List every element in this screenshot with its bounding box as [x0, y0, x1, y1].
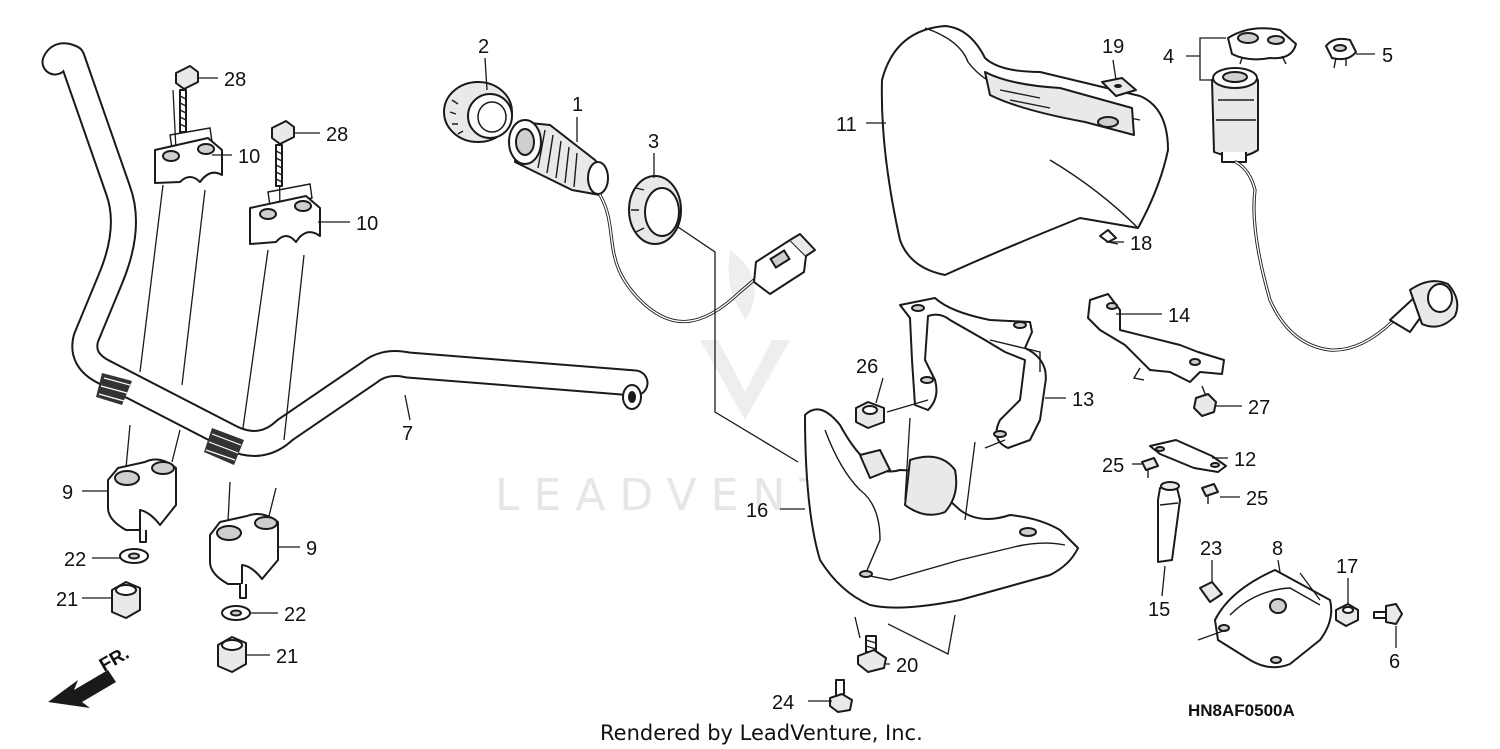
- nut-21-left: [111, 581, 141, 619]
- upper-holder-10-right: [249, 183, 321, 245]
- screw-20: [857, 635, 887, 673]
- knurl-left: [96, 373, 132, 405]
- plate-12: [1149, 439, 1227, 473]
- screw-24: [829, 679, 853, 713]
- cover8-leaders: [1197, 572, 1321, 641]
- front-label: FR.: [96, 643, 133, 676]
- lower-holder-9-right: [209, 513, 279, 599]
- switch-cap-4: [1227, 27, 1297, 65]
- callout-4: 4: [1163, 46, 1174, 68]
- diagram-code: HN8AF0500A: [1188, 701, 1295, 720]
- callout-11: 11: [836, 114, 857, 136]
- stay-13: [899, 297, 1047, 449]
- callout-19: 19: [1102, 36, 1124, 58]
- knurl-right: [204, 428, 244, 465]
- callout-27: 27: [1248, 397, 1270, 419]
- callout-15: 15: [1148, 599, 1170, 621]
- screw-25-right: [1201, 483, 1219, 504]
- handlebar: [41, 42, 649, 465]
- callout-23: 23: [1200, 538, 1222, 560]
- callout-28: 28: [326, 124, 348, 146]
- callout-13: 13: [1072, 389, 1094, 411]
- callout-9: 9: [306, 538, 317, 560]
- callout-leaders: [82, 37, 1397, 702]
- upper-cover-11: [880, 25, 1169, 276]
- front-direction-arrow: FR.: [48, 643, 133, 708]
- callout-18: 18: [1130, 233, 1152, 255]
- callout-8: 8: [1272, 538, 1283, 560]
- bolt-27: [1193, 385, 1217, 417]
- socket-harness: [598, 193, 816, 324]
- callout-2: 2: [478, 36, 489, 58]
- cover-leaders: [677, 226, 1006, 655]
- lower-holder-9-left: [107, 458, 177, 543]
- callout-26: 26: [856, 356, 878, 378]
- callout-20: 20: [896, 655, 918, 677]
- nut-17: [1335, 603, 1359, 627]
- nut-26: [855, 401, 885, 429]
- bolt-28-right: [271, 120, 295, 187]
- callout-6: 6: [1389, 651, 1400, 673]
- washer-22-left: [119, 548, 149, 564]
- callout-28: 28: [224, 69, 246, 91]
- switch-body-4: [1211, 67, 1259, 163]
- callout-10: 10: [356, 213, 378, 235]
- socket-cap-2: [443, 81, 513, 143]
- callout-7: 7: [402, 423, 413, 445]
- callout-22: 22: [64, 549, 86, 571]
- callout-25: 25: [1102, 455, 1124, 477]
- callout-3: 3: [648, 131, 659, 153]
- upper-holder-10-left: [154, 127, 223, 184]
- callouts: 28 28 10 10 2 1 3 7 9 9 22 22 21 21 11 1…: [56, 36, 1400, 714]
- callout-10: 10: [238, 146, 260, 168]
- nut-21-right: [217, 636, 247, 673]
- switch-harness: [1234, 160, 1459, 352]
- callout-22: 22: [284, 604, 306, 626]
- footer-credit: Rendered by LeadVenture, Inc.: [600, 721, 923, 745]
- clip-23: [1199, 581, 1223, 603]
- callout-17: 17: [1336, 556, 1358, 578]
- cover-8: [1214, 569, 1333, 669]
- shaft-15: [1157, 481, 1181, 563]
- callout-14: 14: [1168, 305, 1190, 327]
- callout-12: 12: [1234, 449, 1256, 471]
- lower-cover-16: [804, 408, 1079, 609]
- callout-21: 21: [276, 646, 298, 668]
- washer-22-right: [221, 605, 251, 621]
- screw-25-left: [1141, 457, 1159, 478]
- cap-5: [1325, 37, 1357, 69]
- callout-16: 16: [746, 500, 768, 522]
- socket-ring-3: [628, 175, 682, 245]
- bracket-14: [1087, 293, 1225, 383]
- bolt-28-left: [175, 65, 199, 133]
- screw-6: [1373, 603, 1403, 625]
- callout-9: 9: [62, 482, 73, 504]
- callout-24: 24: [772, 692, 794, 714]
- callout-21: 21: [56, 589, 78, 611]
- socket-1: [508, 119, 609, 196]
- callout-1: 1: [572, 94, 583, 116]
- callout-5: 5: [1382, 45, 1393, 67]
- callout-25: 25: [1246, 488, 1268, 510]
